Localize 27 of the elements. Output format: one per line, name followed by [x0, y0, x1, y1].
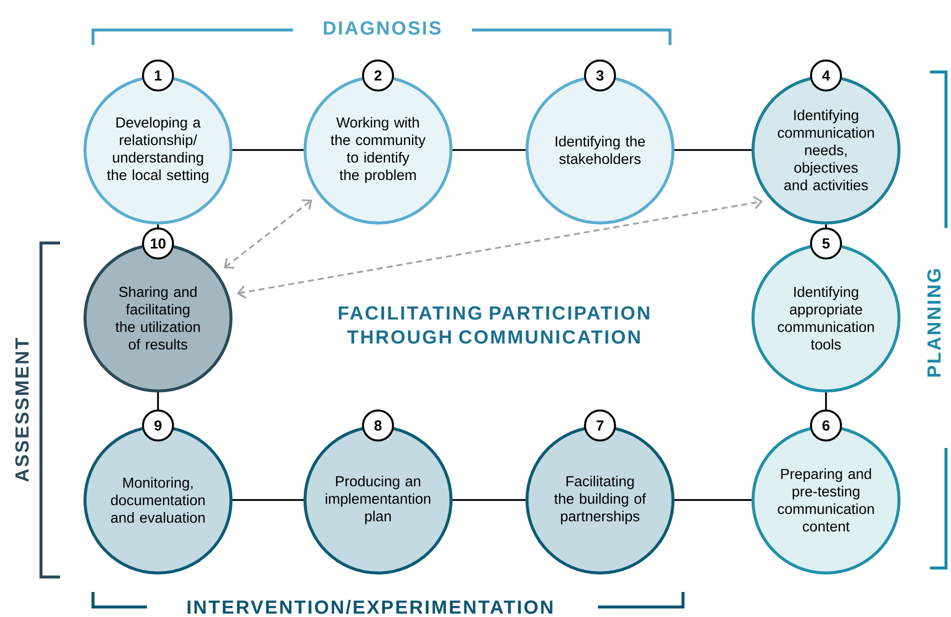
connector [825, 392, 827, 410]
section-label: PLANNING [927, 269, 941, 377]
connector [224, 199, 312, 269]
number-badge: 8 [362, 409, 394, 442]
connector [674, 149, 752, 151]
connector [825, 224, 827, 228]
connector [236, 196, 763, 299]
connector [452, 499, 526, 501]
connector [232, 149, 304, 151]
number-badge: 5 [810, 227, 842, 260]
connector [452, 149, 526, 151]
number-badge: 6 [810, 409, 842, 442]
number-badge: 7 [584, 409, 616, 442]
number-badge: 2 [362, 59, 394, 92]
number-badge: 9 [142, 409, 174, 442]
number-badge: 4 [810, 59, 842, 92]
connector [232, 499, 304, 501]
number-badge: 3 [584, 59, 616, 92]
connector [157, 392, 159, 410]
connector [157, 224, 159, 228]
section-label: INTERVENTION/EXPERIMENTATION [188, 600, 552, 614]
number-badge: 10 [142, 227, 174, 260]
title: FACILITATING PARTICIPATION THROUGH COMMUNICATION [338, 306, 650, 344]
number-badge: 1 [142, 59, 174, 92]
connector [674, 499, 752, 501]
section-label: ASSESSMENT [15, 338, 29, 482]
section-label: DIAGNOSIS [324, 21, 441, 35]
